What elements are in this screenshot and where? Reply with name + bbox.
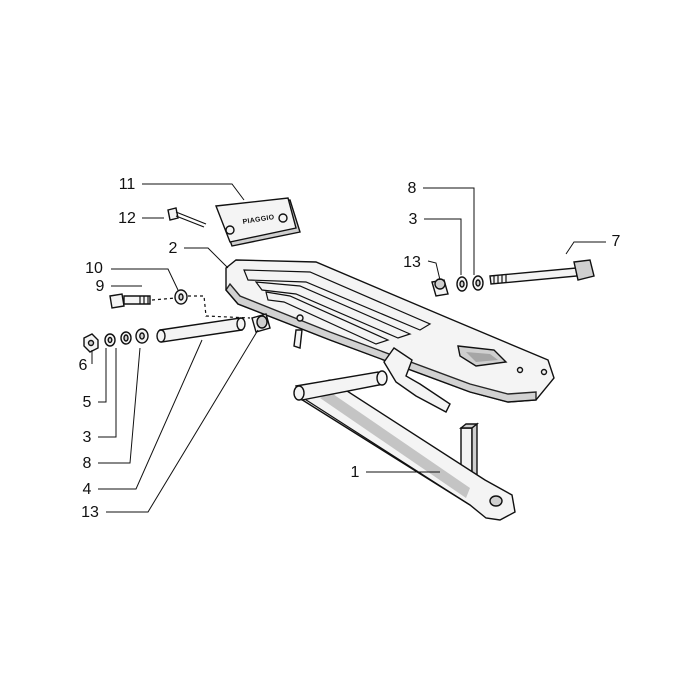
- callout-c10: 10: [85, 260, 179, 291]
- callout-c3a: 3: [409, 211, 462, 275]
- callout-lead-line: [423, 187, 475, 275]
- callout-lead-line: [98, 348, 117, 438]
- callout-number: 13: [81, 504, 99, 521]
- callout-c2: 2: [169, 240, 229, 269]
- callout-lead-line: [565, 241, 606, 255]
- part-11-cover-plate: PIAGGIO: [215, 197, 301, 247]
- callout-number: 5: [83, 394, 92, 411]
- callout-number: 3: [409, 211, 418, 228]
- callout-c1: 1: [351, 464, 440, 481]
- callout-lead-line: [98, 339, 203, 490]
- callout-number: 7: [612, 233, 621, 250]
- callout-lead-line: [142, 183, 245, 201]
- plate-brand-text: PIAGGIO: [242, 214, 275, 226]
- callout-number: 8: [83, 455, 92, 472]
- callout-c3b: 3: [83, 348, 117, 446]
- part-12-screw: [167, 207, 207, 228]
- part-7-long-bolt: [489, 259, 595, 285]
- callout-c7: 7: [565, 233, 621, 255]
- callout-number: 10: [85, 260, 103, 277]
- callout-lead-line: [111, 268, 179, 291]
- callout-c9: 9: [96, 278, 142, 295]
- callout-c12: 12: [118, 210, 164, 227]
- callout-c11: 11: [119, 176, 245, 201]
- part-5-washer-left: [104, 333, 116, 347]
- part-13-bushing-left: [251, 313, 271, 333]
- callout-number: 11: [119, 176, 136, 193]
- callout-number: 9: [96, 278, 105, 295]
- part-3-washer-left: [120, 331, 132, 345]
- part-13-bushing-right: [431, 278, 449, 297]
- callout-lead-line: [98, 347, 141, 464]
- callout-number: 8: [408, 180, 417, 197]
- callout-lead-line: [98, 348, 107, 403]
- part-8-washer-left: [135, 328, 149, 344]
- part-3-washer-right: [456, 276, 468, 292]
- callout-c8a: 8: [408, 180, 475, 275]
- callout-c13a: 13: [403, 254, 441, 281]
- callout-c4: 4: [83, 339, 203, 498]
- part-10-washer: [174, 289, 188, 305]
- part-9-bolt: [109, 293, 151, 309]
- callout-number: 2: [169, 240, 178, 257]
- callout-number: 13: [403, 254, 421, 271]
- callout-lead-line: [184, 247, 229, 269]
- callout-c5: 5: [83, 348, 107, 411]
- part-2-rack-frame: [225, 259, 555, 413]
- callout-c8b: 8: [83, 347, 141, 472]
- callout-c13b: 13: [81, 329, 259, 521]
- part-8-washer-right: [472, 275, 484, 291]
- callout-lead-line: [106, 329, 259, 513]
- callout-number: 3: [83, 429, 92, 446]
- part-6-nut: [83, 333, 99, 353]
- callout-number: 1: [351, 464, 360, 481]
- callout-c6: 6: [79, 350, 93, 374]
- callout-number: 4: [83, 481, 92, 498]
- callout-lead-line: [424, 218, 462, 275]
- part-4-tube: [156, 317, 246, 343]
- callout-number: 6: [79, 357, 88, 374]
- callout-lead-line: [427, 260, 441, 281]
- callout-number: 12: [118, 210, 136, 227]
- assembly-axis-lines: [151, 295, 251, 319]
